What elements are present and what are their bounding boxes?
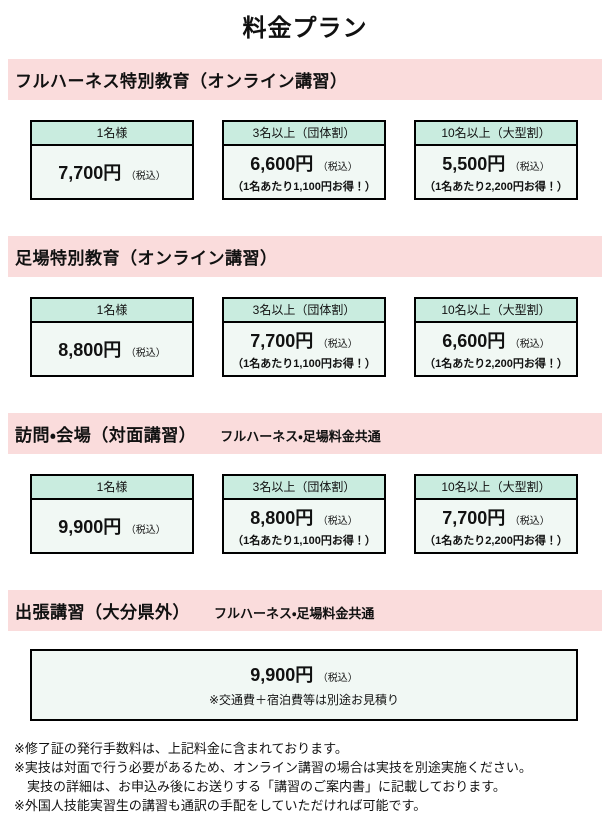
section-subtitle: フルハーネス・足場料金共通 bbox=[220, 429, 381, 444]
price-card-body: 9,900円 （税込） bbox=[32, 500, 192, 552]
price-card-body: 7,700円 （税込） bbox=[32, 146, 192, 198]
section-travel-outside-oita: 出張講習（大分県外） フルハーネス・足場料金共通 9,900円 （税込） ※交通… bbox=[0, 590, 610, 721]
price-line: 7,700円 （税込） bbox=[250, 327, 358, 353]
section-onsite-venue: 訪問・会場（対面講習） フルハーネス・足場料金共通 1名様 9,900円 （税込… bbox=[0, 413, 610, 554]
price-line: 6,600円 （税込） bbox=[250, 150, 358, 176]
price-card-body: 7,700円 （税込） （1名あたり2,200円お得！） bbox=[416, 500, 576, 552]
price-amount: 6,600円 bbox=[442, 331, 506, 351]
note-line: ※実技は対面で行う必要があるため、オンライン講習の場合は実技を別途実施ください。 bbox=[14, 760, 532, 775]
discount-note: （1名あたり2,200円お得！） bbox=[424, 535, 568, 547]
price-amount: 8,800円 bbox=[250, 508, 314, 528]
price-tax-label: （税込） bbox=[125, 171, 166, 182]
section-scaffold-online: 足場特別教育（オンライン講習） 1名様 8,800円 （税込） 3名以上（団体割… bbox=[0, 236, 610, 377]
price-card-header: 3名以上（団体割） bbox=[224, 122, 384, 146]
price-card-header: 10名以上（大型割） bbox=[416, 299, 576, 323]
price-line: 5,500円 （税込） bbox=[442, 150, 550, 176]
price-card-body: 5,500円 （税込） （1名あたり2,200円お得！） bbox=[416, 146, 576, 198]
price-card-large-group: 10名以上（大型割） 6,600円 （税込） （1名あたり2,200円お得！） bbox=[414, 297, 578, 377]
price-line: 9,900円 （税込） bbox=[58, 513, 166, 539]
price-line: 9,900円 （税込） bbox=[32, 661, 576, 687]
section-title: 訪問・会場（対面講習） bbox=[15, 426, 197, 445]
pricing-page: 料金プラン フルハーネス特別教育（オンライン講習） 1名様 7,700円 （税込… bbox=[0, 14, 610, 815]
discount-note: （1名あたり2,200円お得！） bbox=[424, 181, 568, 193]
price-line: 6,600円 （税込） bbox=[442, 327, 550, 353]
section-title: 足場特別教育（オンライン講習） bbox=[15, 249, 278, 268]
section-header-bar: 訪問・会場（対面講習） フルハーネス・足場料金共通 bbox=[8, 413, 602, 454]
price-card-header: 1名様 bbox=[32, 299, 192, 323]
price-amount: 5,500円 bbox=[442, 154, 506, 174]
price-card-wide: 9,900円 （税込） ※交通費＋宿泊費等は別途お見積り bbox=[30, 649, 578, 721]
section-header-bar: 足場特別教育（オンライン講習） bbox=[8, 236, 602, 277]
price-card-header: 1名様 bbox=[32, 122, 192, 146]
price-card-large-group: 10名以上（大型割） 7,700円 （税込） （1名あたり2,200円お得！） bbox=[414, 474, 578, 554]
price-card-body: 8,800円 （税込） bbox=[32, 323, 192, 375]
price-tax-label: （税込） bbox=[125, 348, 166, 359]
price-card-large-group: 10名以上（大型割） 5,500円 （税込） （1名あたり2,200円お得！） bbox=[414, 120, 578, 200]
price-amount: 7,700円 bbox=[58, 163, 122, 183]
price-card-header: 3名以上（団体割） bbox=[224, 476, 384, 500]
price-card-single: 1名様 9,900円 （税込） bbox=[30, 474, 194, 554]
price-card-group: 3名以上（団体割） 7,700円 （税込） （1名あたり1,100円お得！） bbox=[222, 297, 386, 377]
price-tax-label: （税込） bbox=[509, 339, 550, 350]
section-header-bar: フルハーネス特別教育（オンライン講習） bbox=[8, 59, 602, 100]
price-card-body: 6,600円 （税込） （1名あたり2,200円お得！） bbox=[416, 323, 576, 375]
section-title: フルハーネス特別教育（オンライン講習） bbox=[15, 72, 348, 91]
price-card-group: 3名以上（団体割） 8,800円 （税込） （1名あたり1,100円お得！） bbox=[222, 474, 386, 554]
price-amount: 6,600円 bbox=[250, 154, 314, 174]
price-tax-label: （税込） bbox=[317, 516, 358, 527]
price-tax-label: （税込） bbox=[317, 339, 358, 350]
price-tax-label: （税込） bbox=[317, 673, 358, 684]
price-amount: 7,700円 bbox=[250, 331, 314, 351]
note-line: 実技の詳細は、お申込み後にお送りする「講習のご案内書」に記載しております。 bbox=[27, 779, 506, 794]
discount-note: （1名あたり2,200円お得！） bbox=[424, 358, 568, 370]
price-card-single: 1名様 8,800円 （税込） bbox=[30, 297, 194, 377]
price-line: 8,800円 （税込） bbox=[250, 504, 358, 530]
price-tax-label: （税込） bbox=[317, 162, 358, 173]
price-card-row: 1名様 8,800円 （税込） 3名以上（団体割） 7,700円 （税込） （1… bbox=[30, 297, 578, 377]
price-card-header: 10名以上（大型割） bbox=[416, 122, 576, 146]
price-card-body: 7,700円 （税込） （1名あたり1,100円お得！） bbox=[224, 323, 384, 375]
price-card-single: 1名様 7,700円 （税込） bbox=[30, 120, 194, 200]
price-card-body: 6,600円 （税込） （1名あたり1,100円お得！） bbox=[224, 146, 384, 198]
price-card-body: 8,800円 （税込） （1名あたり1,100円お得！） bbox=[224, 500, 384, 552]
price-card-header: 3名以上（団体割） bbox=[224, 299, 384, 323]
discount-note: （1名あたり1,100円お得！） bbox=[232, 358, 376, 370]
discount-note: （1名あたり1,100円お得！） bbox=[232, 535, 376, 547]
footer-notes: ※修了証の発行手数料は、上記料金に含まれております。 ※実技は対面で行う必要があ… bbox=[14, 739, 596, 815]
expenses-note: ※交通費＋宿泊費等は別途お見積り bbox=[208, 693, 400, 707]
note-line: ※修了証の発行手数料は、上記料金に含まれております。 bbox=[14, 741, 348, 756]
price-card-header: 10名以上（大型割） bbox=[416, 476, 576, 500]
price-line: 7,700円 （税込） bbox=[58, 159, 166, 185]
discount-note: （1名あたり1,100円お得！） bbox=[232, 181, 376, 193]
price-tax-label: （税込） bbox=[509, 162, 550, 173]
price-card-header: 1名様 bbox=[32, 476, 192, 500]
price-amount: 8,800円 bbox=[58, 340, 122, 360]
price-amount: 7,700円 bbox=[442, 508, 506, 528]
price-card-row: 1名様 7,700円 （税込） 3名以上（団体割） 6,600円 （税込） （1… bbox=[30, 120, 578, 200]
price-line: 8,800円 （税込） bbox=[58, 336, 166, 362]
price-line: 7,700円 （税込） bbox=[442, 504, 550, 530]
section-header-bar: 出張講習（大分県外） フルハーネス・足場料金共通 bbox=[8, 590, 602, 631]
price-tax-label: （税込） bbox=[125, 525, 166, 536]
price-amount: 9,900円 bbox=[58, 517, 122, 537]
price-card-group: 3名以上（団体割） 6,600円 （税込） （1名あたり1,100円お得！） bbox=[222, 120, 386, 200]
price-amount: 9,900円 bbox=[250, 665, 314, 685]
section-subtitle: フルハーネス・足場料金共通 bbox=[214, 606, 375, 621]
price-card-row: 1名様 9,900円 （税込） 3名以上（団体割） 8,800円 （税込） （1… bbox=[30, 474, 578, 554]
section-fullharness-online: フルハーネス特別教育（オンライン講習） 1名様 7,700円 （税込） 3名以上… bbox=[0, 59, 610, 200]
section-title: 出張講習（大分県外） bbox=[15, 603, 190, 622]
note-line: ※外国人技能実習生の講習も通訳の手配をしていただければ可能です。 bbox=[14, 798, 427, 813]
page-title: 料金プラン bbox=[242, 15, 368, 42]
price-tax-label: （税込） bbox=[509, 516, 550, 527]
